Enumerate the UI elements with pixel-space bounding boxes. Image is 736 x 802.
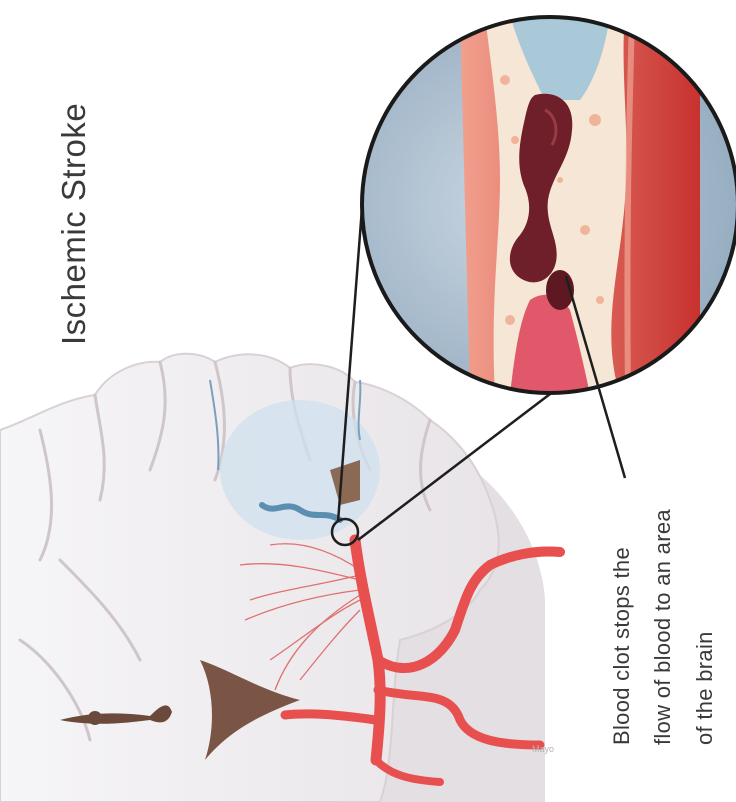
caption-line-3: of the brain: [692, 631, 718, 745]
caption-line-1: Blood clot stops the: [609, 547, 635, 745]
artist-signature: Mayo: [532, 744, 554, 754]
diagram-title: Ischemic Stroke: [55, 103, 93, 345]
brain-section: Mayo: [0, 354, 560, 802]
ventricle-dot: [88, 711, 102, 725]
caption-line-2: flow of blood to an area: [650, 509, 676, 745]
